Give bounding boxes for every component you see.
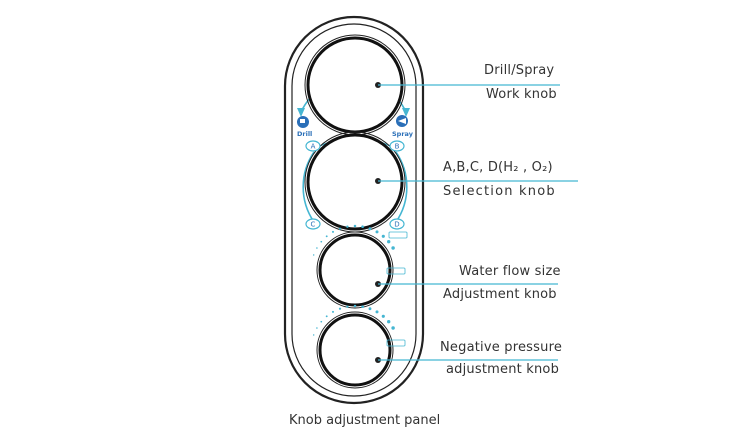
pressure-scale-dots [313, 304, 395, 336]
pressure-scale-dot [331, 310, 335, 313]
negative-pressure-knob-ring [316, 311, 394, 389]
pressure-scale-dot [353, 304, 357, 308]
flow-scale-dot [381, 234, 385, 238]
pressure-scale-dot [316, 327, 318, 329]
flow-scale-dot [325, 235, 328, 238]
badge-d: D [389, 218, 405, 230]
selection-arc-left [302, 151, 315, 223]
pressure-scale-dot [320, 320, 323, 323]
flow-scale-dot [331, 230, 335, 233]
flow-scale-dot [338, 227, 342, 230]
pressure-scale-dot [368, 307, 372, 311]
panel-outer-outline [283, 15, 425, 405]
figure-caption: Knob adjustment panel [289, 413, 441, 428]
negative-pressure-knob[interactable] [318, 313, 392, 387]
svg-text:C: C [311, 221, 316, 229]
flow-scale-dots [313, 224, 395, 256]
leader-flow [375, 281, 558, 287]
svg-text:A: A [311, 143, 316, 151]
badge-c: C [305, 218, 321, 230]
pressure-scale-dot [361, 305, 364, 309]
selection-label-line2: Selection knob [443, 184, 556, 199]
pressure-scale-dot [375, 310, 379, 314]
pressure-scale-dot [313, 334, 315, 336]
arc-arrow-left [297, 108, 305, 117]
water-flow-knob-ring [316, 231, 394, 309]
leader-pressure [375, 357, 558, 363]
water-flow-knob[interactable] [318, 233, 392, 307]
pressure-label-line1: Negative pressure [440, 340, 563, 355]
pressure-scale-dot [391, 326, 395, 330]
svg-text:B: B [395, 143, 400, 151]
leader-selection [375, 178, 578, 184]
leader-work [375, 82, 560, 88]
work-label-line2: Work knob [486, 87, 557, 102]
flow-label-line1: Water flow size [459, 264, 561, 279]
spray-label: Spray [392, 130, 414, 138]
svg-text:D: D [394, 221, 399, 229]
flow-scale-dot [346, 225, 349, 228]
drill-label: Drill [297, 130, 312, 138]
pressure-sublabel-box [386, 339, 406, 347]
pressure-scale-dot [346, 305, 349, 308]
flow-scale-dot [375, 230, 379, 234]
d-sublabel-box [388, 231, 408, 239]
drill-icon [297, 116, 309, 128]
flow-sublabel-box [386, 267, 406, 275]
flow-scale-dot [353, 224, 357, 228]
flow-scale-dot [320, 240, 323, 243]
pressure-scale-dot [387, 320, 391, 324]
arc-arrow-right [402, 108, 410, 117]
pressure-label-line2: adjustment knob [446, 362, 560, 377]
flow-scale-dot [316, 247, 318, 249]
panel-inner-outline [291, 23, 417, 397]
flow-label-line2: Adjustment knob [443, 287, 557, 302]
badge-a: A [305, 140, 321, 152]
pressure-scale-dot [381, 314, 385, 318]
pressure-scale-dot [325, 315, 328, 318]
pressure-scale-dot [338, 307, 342, 310]
work-label-line1: Drill/Spray [484, 63, 555, 78]
spray-icon [396, 115, 408, 127]
flow-scale-dot [368, 227, 372, 231]
selection-arc-right [395, 151, 408, 223]
selection-label-line1: A,B,C, D(H₂ , O₂) [443, 160, 553, 175]
flow-scale-dot [313, 254, 315, 256]
flow-scale-dot [361, 225, 364, 229]
flow-scale-dot [391, 246, 395, 250]
flow-scale-dot [387, 240, 391, 244]
selection-knob[interactable] [306, 133, 404, 231]
badge-b: B [389, 140, 405, 152]
